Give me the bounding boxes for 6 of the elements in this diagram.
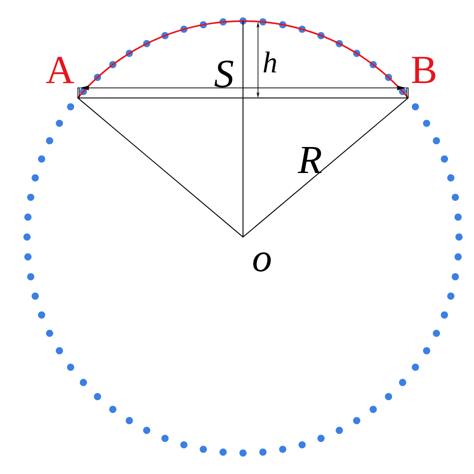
point-label: A [46, 56, 74, 84]
chord-length-label: S [214, 60, 234, 88]
radius-label: R [298, 146, 322, 174]
center-label: o [253, 252, 271, 272]
point-label: B [412, 56, 436, 84]
height-label: h [264, 52, 276, 72]
